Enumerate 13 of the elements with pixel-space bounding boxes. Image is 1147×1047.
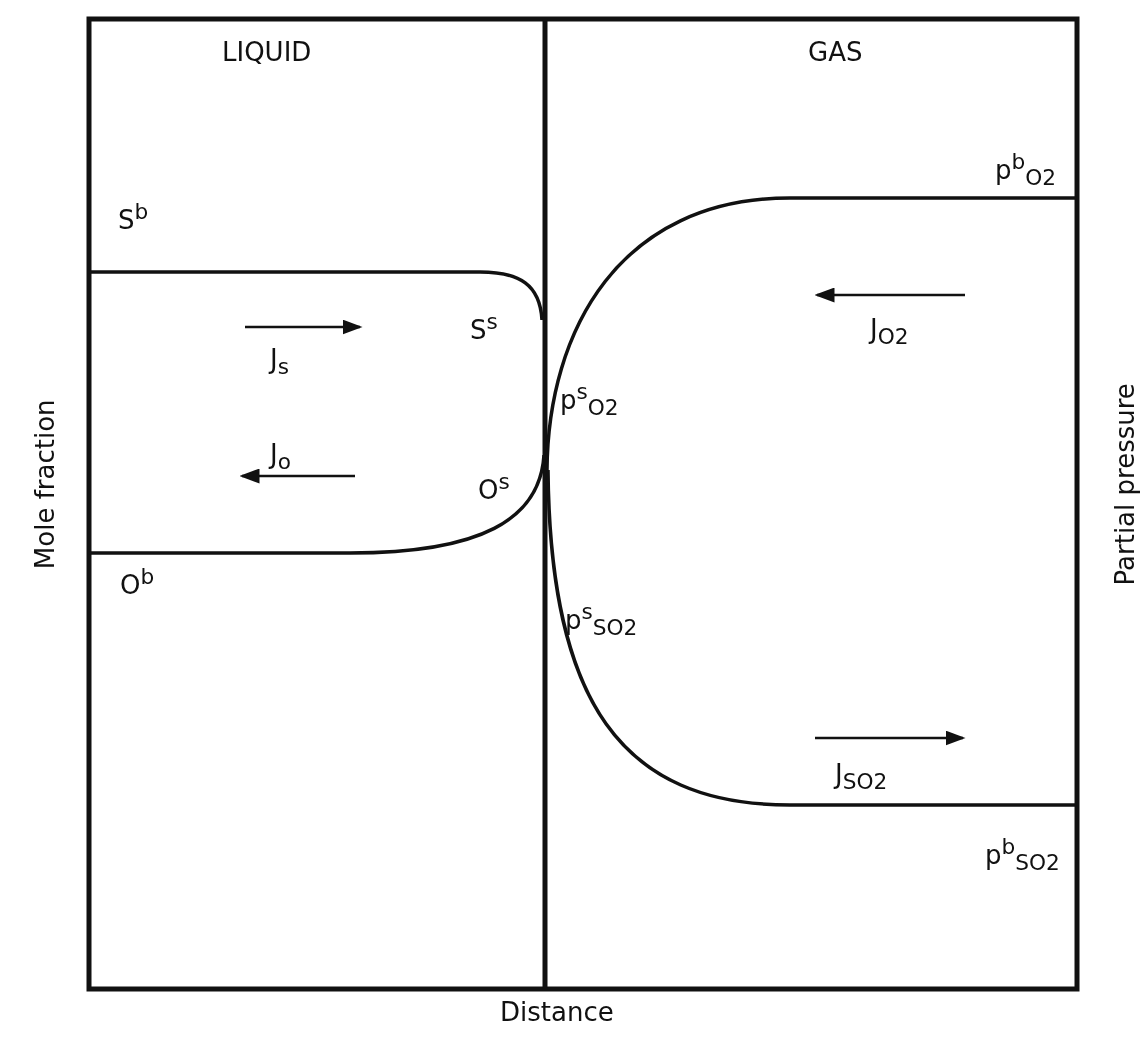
- flux-label: J$_{o}$: [270, 440, 291, 474]
- axis-label: Distance: [500, 998, 614, 1027]
- flux-label: J$_{s}$: [270, 345, 289, 379]
- curve-label: O$^{b}$: [120, 565, 155, 600]
- curve-label: O$^{s}$: [478, 470, 510, 505]
- phase-label: LIQUID: [222, 38, 312, 67]
- curve-label: S$^{b}$: [118, 200, 149, 235]
- axis-label: Partial pressure: [1110, 382, 1140, 588]
- curve-label: S$^{s}$: [470, 310, 498, 345]
- phase-label: GAS: [808, 38, 863, 67]
- flux-label: J$_{O2}$: [870, 315, 909, 349]
- flux-label: J$_{SO2}$: [835, 760, 888, 794]
- axis-label: Mole fraction: [30, 398, 60, 572]
